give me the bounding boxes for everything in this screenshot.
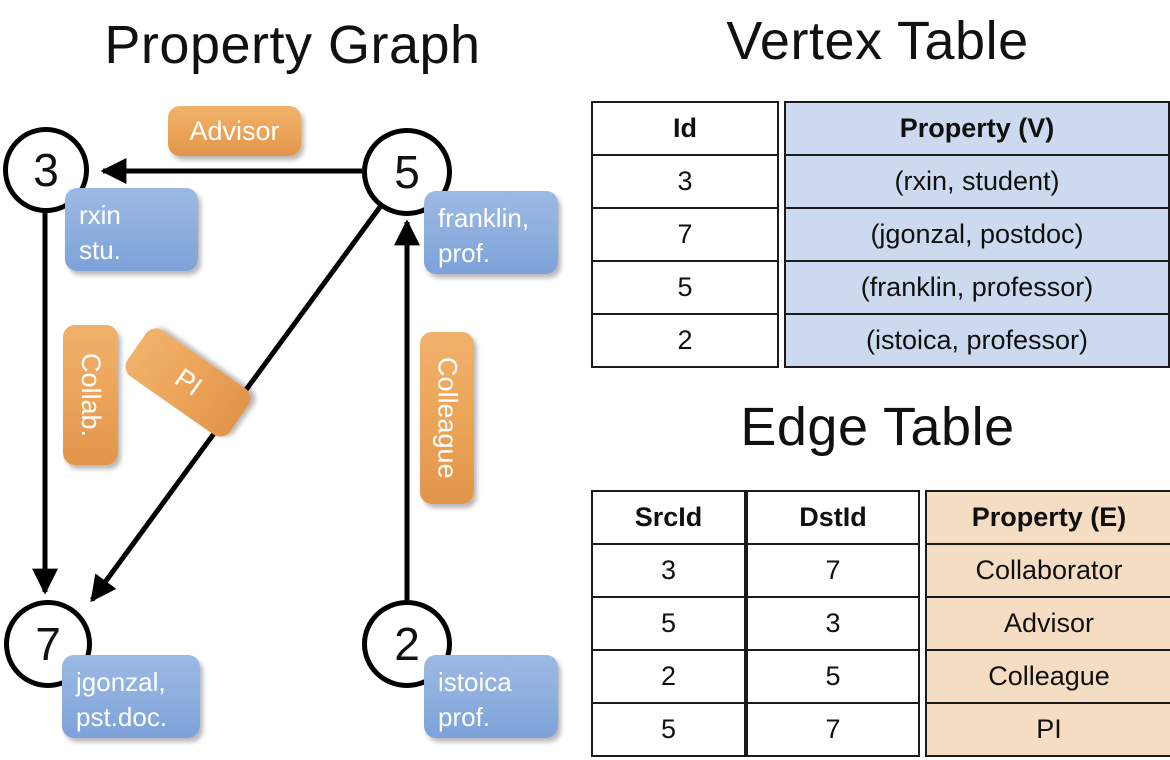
node-id-7: 7 (35, 618, 61, 670)
vertex-table-row: (rxin, student) (784, 154, 1170, 209)
edge-table-row: 5 (591, 702, 746, 757)
edge-table-row: 7 (746, 702, 920, 757)
edge-table-header-dstid: DstId (746, 490, 920, 545)
edge-table-header-property: Property (E) (925, 490, 1170, 545)
vertex-table-header-property: Property (V) (784, 101, 1170, 156)
node-property-3-line2: stu. (79, 235, 121, 266)
node-property-box-2[interactable]: istoica prof. (424, 655, 558, 738)
vertex-table-row: 2 (591, 313, 779, 368)
node-id-3: 3 (33, 144, 59, 196)
node-id-5: 5 (394, 146, 420, 198)
page-title-property-graph: Property Graph (104, 15, 481, 75)
node-property-box-5[interactable]: franklin, prof. (424, 191, 558, 274)
edge-label-collab-text: Collab. (76, 352, 106, 438)
edge-label-advisor-text: Advisor (189, 115, 280, 146)
node-property-3-line1: rxin (79, 200, 121, 230)
node-property-2-line1: istoica (438, 667, 512, 697)
node-property-5-line1: franklin, (438, 203, 530, 233)
page-title-vertex-table: Vertex Table (726, 11, 1029, 71)
edge-table-row: PI (925, 702, 1170, 757)
edge-table-header-srcid: SrcId (591, 490, 746, 545)
node-id-2: 2 (394, 618, 420, 670)
edge-label-pi-text: PI (169, 362, 208, 402)
edge-table-row: 3 (591, 543, 746, 598)
vertex-table: Id 3 7 5 2 Property (V) (rxin, student) … (591, 101, 1170, 368)
edge-table-row: Advisor (925, 596, 1170, 651)
page-title-edge-table: Edge Table (740, 397, 1015, 457)
vertex-table-row: (istoica, professor) (784, 313, 1170, 368)
vertex-table-header-id: Id (591, 101, 779, 156)
node-property-7-line1: jgonzal, (76, 667, 166, 697)
node-property-7-line2: pst.doc. (76, 702, 168, 733)
edge-table-row: 5 (746, 649, 920, 704)
edge-table-row: Colleague (925, 649, 1170, 704)
edge-table-row: 5 (591, 596, 746, 651)
vertex-table-row: (franklin, professor) (784, 260, 1170, 315)
vertex-table-row: 5 (591, 260, 779, 315)
node-circle-2[interactable]: 2 (362, 600, 452, 688)
edge-table: SrcId 3 5 2 5 DstId 7 3 5 7 Property (E)… (591, 490, 1170, 757)
edge-table-row: 3 (746, 596, 920, 651)
vertex-table-row: 3 (591, 154, 779, 209)
edge-table-row: Collaborator (925, 543, 1170, 598)
edge-table-column-srcid: SrcId 3 5 2 5 (591, 490, 746, 757)
vertex-table-column-id: Id 3 7 5 2 (591, 101, 779, 368)
edge-table-row: 7 (746, 543, 920, 598)
edge-table-column-dstid: DstId 7 3 5 7 (746, 490, 920, 757)
edge-label-collab[interactable]: Collab. (63, 325, 118, 465)
node-circle-5[interactable]: 5 (362, 128, 452, 216)
node-property-box-7[interactable]: jgonzal, pst.doc. (62, 655, 200, 738)
edge-label-colleague[interactable]: Colleague (420, 332, 474, 504)
edge-table-row: 2 (591, 649, 746, 704)
vertex-table-column-property: Property (V) (rxin, student) (jgonzal, p… (784, 101, 1170, 368)
vertex-table-row: 7 (591, 207, 779, 262)
node-property-box-3[interactable]: rxin stu. (65, 188, 198, 271)
node-property-2-line2: prof. (438, 702, 491, 733)
vertex-table-row: (jgonzal, postdoc) (784, 207, 1170, 262)
edge-label-colleague-text: Colleague (432, 357, 463, 479)
property-graph-diagram: 3 5 7 2 rxin stu. franklin, prof. jgonza… (3, 106, 558, 738)
edge-label-advisor[interactable]: Advisor (168, 106, 301, 156)
edge-table-column-property: Property (E) Collaborator Advisor Collea… (925, 490, 1170, 757)
node-property-5-line2: prof. (438, 238, 491, 269)
